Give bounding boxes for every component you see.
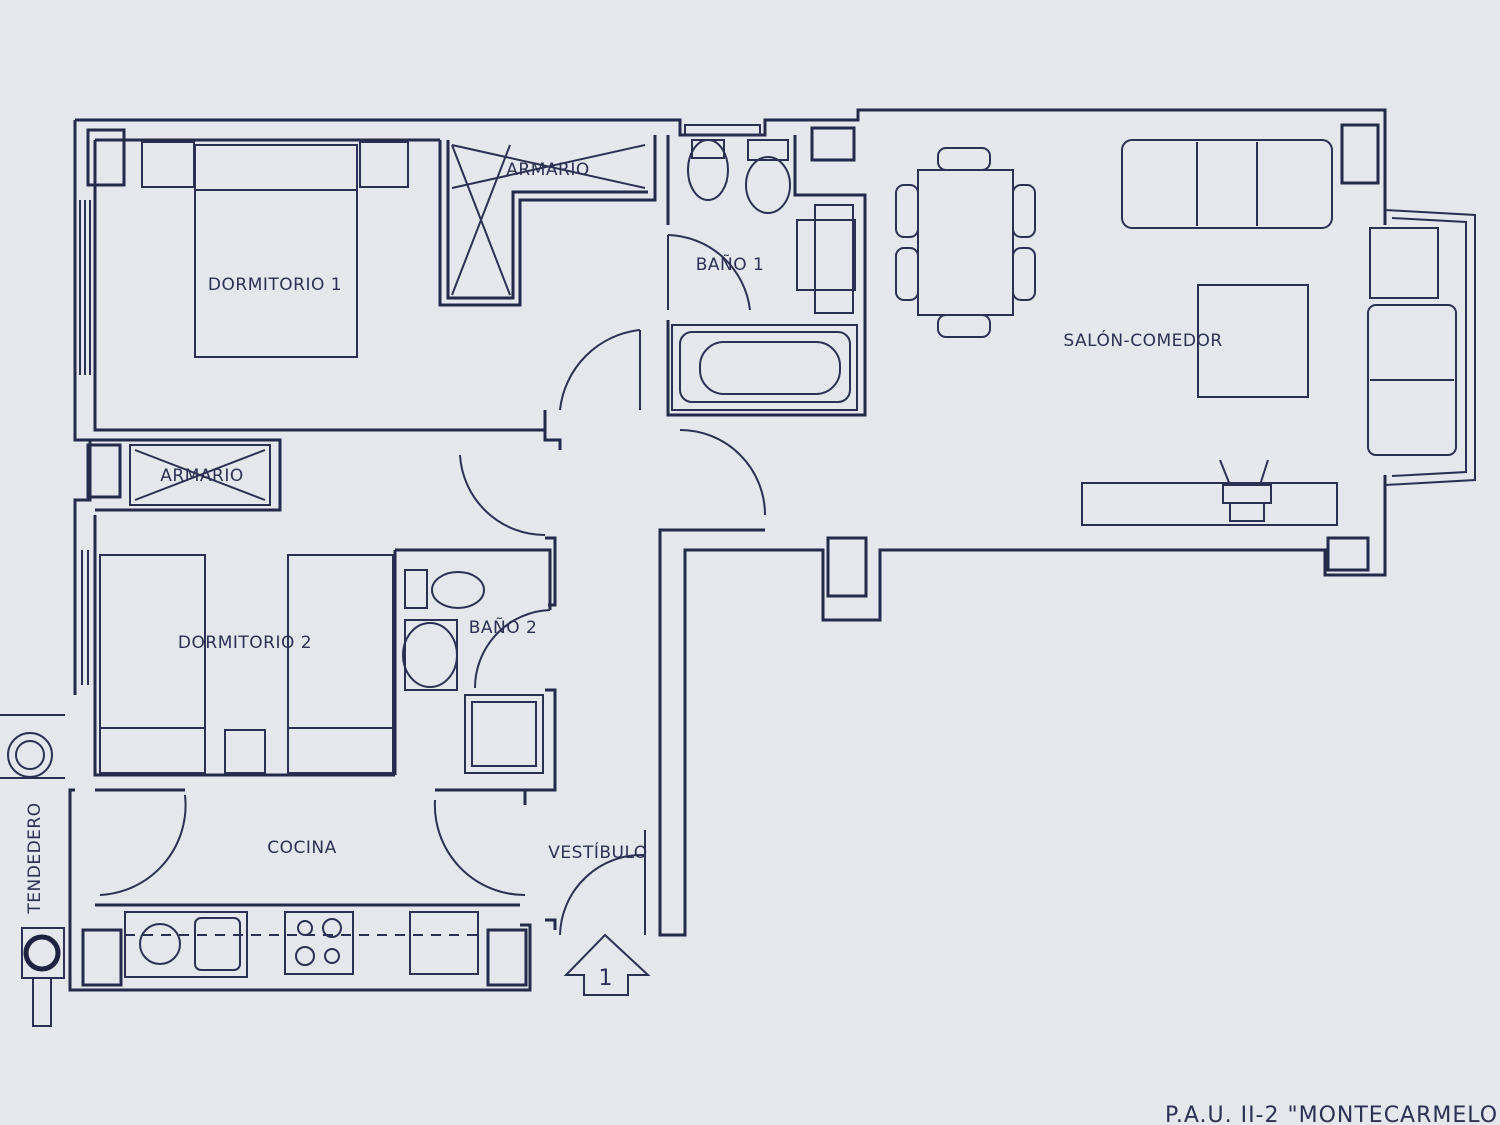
sofa-right <box>1367 227 1457 456</box>
label-cocina: COCINA <box>267 838 336 858</box>
twin-beds <box>99 554 394 774</box>
bathroom-1-fixtures <box>671 139 858 411</box>
label-armario-2: ARMARIO <box>160 466 243 486</box>
label-dormitorio-1: DORMITORIO 1 <box>208 275 342 295</box>
doors <box>99 234 766 936</box>
exterior-walls <box>68 108 1387 992</box>
pillars <box>81 123 1380 987</box>
entrance-marker: 1 <box>563 933 651 996</box>
label-dormitorio-2: DORMITORIO 2 <box>178 633 312 653</box>
dining-table <box>895 147 1036 338</box>
label-bano-1: BAÑO 1 <box>696 253 765 275</box>
windows <box>79 124 1476 685</box>
label-bano-2: BAÑO 2 <box>469 616 538 638</box>
footer-project-title: P.A.U. II-2 "MONTECARMELO" <box>1165 1103 1500 1125</box>
sofa-top <box>1121 139 1333 229</box>
entrance-number: 1 <box>599 966 614 991</box>
interior-walls <box>90 135 867 930</box>
wardrobe-1 <box>451 144 646 296</box>
label-armario-1: ARMARIO <box>506 160 589 180</box>
laundry-area <box>0 714 65 1027</box>
kitchen-fixtures <box>124 911 480 978</box>
label-vestibulo: VESTÍBULO <box>548 841 647 863</box>
wardrobe-2 <box>129 444 271 506</box>
bed-double <box>141 141 409 358</box>
label-salon-comedor: SALÓN-COMEDOR <box>1063 329 1222 351</box>
tv-unit <box>1081 459 1338 526</box>
bathroom-2-fixtures <box>402 569 544 774</box>
label-tendedero: TENDEDERO <box>25 802 45 914</box>
coffee-table <box>1197 284 1309 398</box>
